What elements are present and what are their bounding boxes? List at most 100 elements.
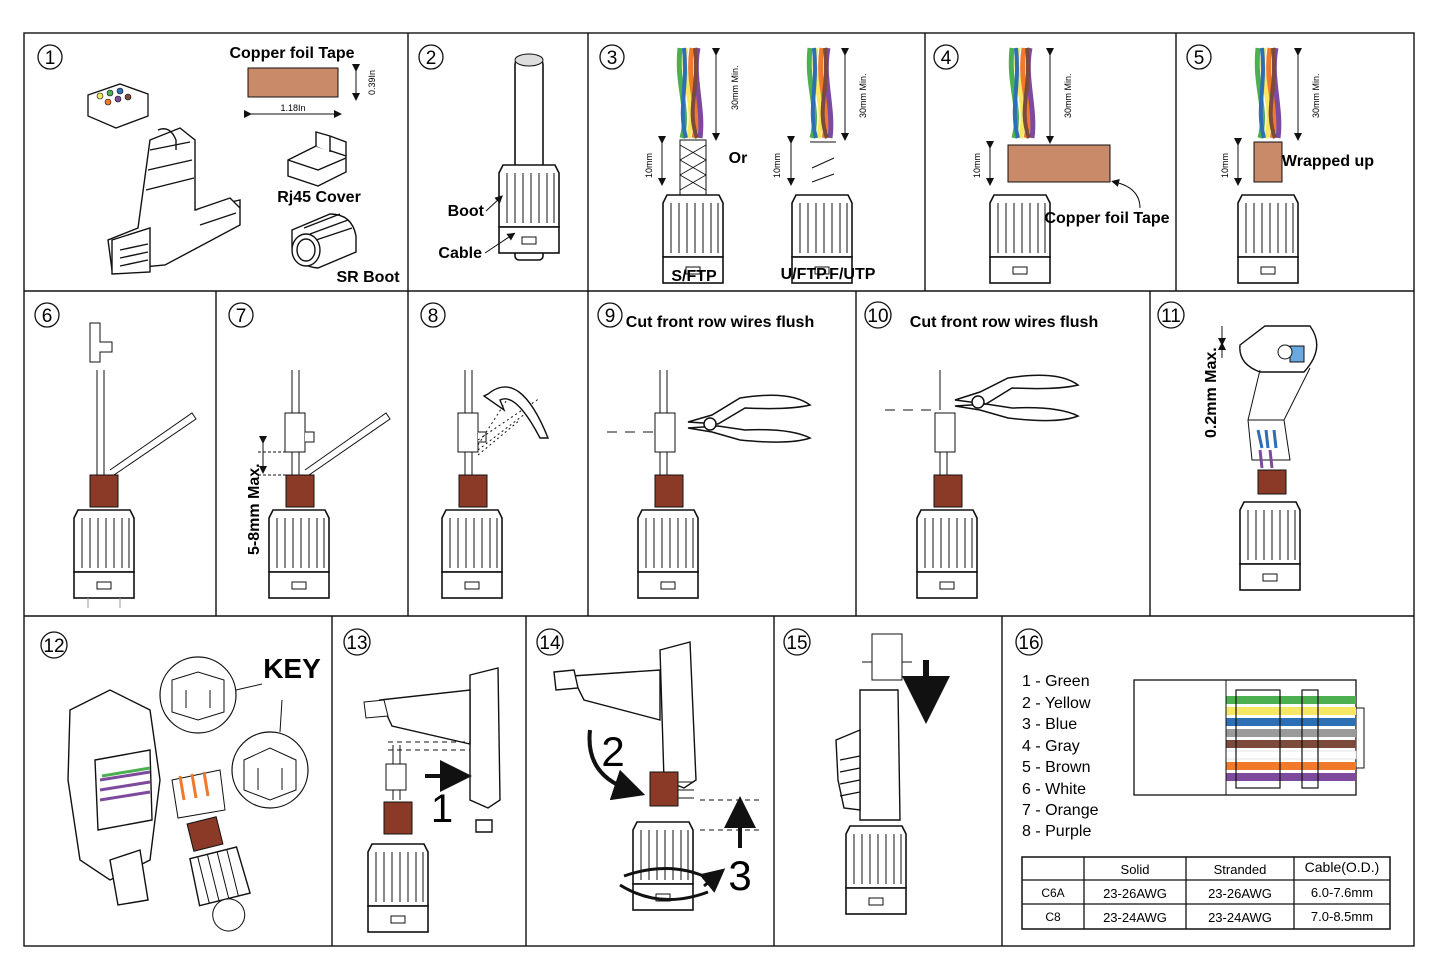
panel-10: Cut front row wires flush (885, 314, 1098, 599)
pliers-icon-2 (954, 374, 1080, 422)
boot-tilted-icon (189, 846, 251, 932)
panel-13: 1 (363, 667, 501, 933)
key-label: KEY (263, 653, 321, 684)
spec-table: Solid Stranded Cable(O.D.) C6A 23-26AWG … (1021, 856, 1391, 930)
tape-band-icon (89, 474, 119, 508)
step-11-number: 11 (1161, 306, 1181, 327)
sr-boot-label: SR Boot (336, 269, 400, 286)
connector-assembly-icon (67, 689, 161, 906)
cable-label: Cable (438, 245, 482, 262)
rj45-cover-icon (287, 131, 347, 187)
panel-1: Copper foil Tape 1.18In 0.39In (87, 45, 400, 286)
spec-cell: 23-24AWG (1208, 910, 1272, 925)
step-1-number: 1 (45, 48, 56, 69)
step-16-number: 16 (1018, 633, 1039, 654)
sr-boot-icon (291, 213, 357, 269)
wrapped-tape-icon (1253, 141, 1283, 183)
wire-order-diagram (1133, 679, 1365, 796)
bend-arrow-icon (482, 386, 550, 439)
legend-item-2: 2 - Yellow (1022, 695, 1091, 712)
panel-15 (835, 633, 950, 915)
step10-title: Cut front row wires flush (910, 314, 1098, 331)
step-6-number: 6 (42, 306, 53, 327)
spec-cell: C6A (1041, 886, 1064, 900)
boot-icon (498, 164, 560, 254)
legend-item-7: 7 - Orange (1022, 802, 1099, 819)
wire-stripe-yellow (1226, 707, 1356, 715)
step4-10mm-label: 10mm (972, 153, 982, 178)
copper-tape-title: Copper foil Tape (229, 45, 354, 62)
step-7-number: 7 (236, 306, 247, 327)
utp-label: U/FTP.F/UTP (781, 266, 876, 283)
step-14-number: 14 (539, 633, 561, 654)
spec-table-row: C8 23-24AWG 23-24AWG 7.0-8.5mm (1045, 909, 1373, 925)
spec-cell: C8 (1045, 910, 1061, 924)
rj45-cover-label: Rj45 Cover (277, 189, 361, 206)
legend-item-4: 4 - Gray (1022, 738, 1080, 755)
panel-6 (73, 322, 197, 608)
step-13-number: 13 (346, 633, 367, 654)
step-2-number: 2 (426, 48, 437, 69)
copper-tape-wrap-icon (1007, 144, 1111, 183)
legend-item-3: 3 - Blue (1022, 716, 1077, 733)
wire-stripe-white (1225, 750, 1357, 760)
wire-stripe-orange (1226, 762, 1356, 770)
boot-label: Boot (448, 203, 485, 220)
step-4-number: 4 (941, 48, 952, 69)
step11-max-label: 0.2mm Max. (1203, 347, 1220, 438)
step-12-number: 12 (43, 636, 64, 657)
wire-stripe-brown (1226, 740, 1356, 748)
wire-organizer-icon (87, 83, 149, 129)
wire-stripe-purple (1226, 773, 1356, 781)
wrapped-up-label: Wrapped up (1282, 153, 1374, 170)
step-5-number: 5 (1194, 48, 1205, 69)
spec-cell: 6.0-7.6mm (1311, 885, 1373, 900)
panel-3: 30mm Min. 10mm Or S/FTP 30mm Min. 10mm U… (644, 48, 876, 285)
panel-grid (23, 32, 1415, 947)
panel-12: KEY (67, 653, 321, 932)
panel-9: Cut front row wires flush (607, 314, 814, 599)
panel-2: Boot Cable (438, 53, 560, 262)
panel-5: 30mm Min. 10mm Wrapped up (1220, 48, 1374, 284)
panel-16: 1 - Green 2 - Yellow 3 - Blue 4 - Gray 5… (1021, 673, 1391, 930)
step5-30mm-label: 30mm Min. (1311, 73, 1321, 118)
key-zoom-2-icon (231, 731, 309, 809)
sftp-label: S/FTP (671, 268, 717, 285)
step4-tape-label: Copper foil Tape (1044, 210, 1169, 227)
step4-30mm-label: 30mm Min. (1063, 73, 1073, 118)
rj45-connector-icon (107, 127, 241, 275)
tape-width-label: 1.18In (280, 103, 305, 113)
sftp-10mm-label: 10mm (644, 153, 654, 178)
panel-4: 30mm Min. 10mm Copper foil Tape (972, 48, 1170, 284)
copper-tape-swatch (247, 67, 339, 98)
spec-cell: 7.0-8.5mm (1311, 909, 1373, 924)
utp-10mm-label: 10mm (772, 153, 782, 178)
panel-7: 5-8mm Max. (246, 370, 391, 599)
spec-cell: 23-26AWG (1103, 886, 1167, 901)
step-9-number: 9 (605, 306, 616, 327)
step-8-number: 8 (428, 306, 439, 327)
step-10-number: 10 (867, 306, 888, 327)
step-15-number: 15 (786, 633, 807, 654)
utp-wires-icon (809, 48, 831, 138)
step9-title: Cut front row wires flush (626, 314, 814, 331)
utp-30mm-label: 30mm Min. (858, 73, 868, 118)
tape-height-label: 0.39In (367, 70, 377, 95)
step-number-labels: 1 2 3 4 5 6 7 8 9 10 11 12 13 14 15 16 (42, 48, 1205, 657)
step-3-number: 3 (607, 48, 618, 69)
spec-header-cable: Cable(O.D.) (1305, 859, 1380, 875)
panel-11: 0.2mm Max. (1203, 325, 1318, 591)
rj45-cover-drop-icon (871, 633, 903, 681)
step14-label-3: 3 (728, 852, 751, 899)
plug-body-icon-2 (553, 641, 697, 789)
step14-label-2: 2 (601, 728, 624, 775)
wire-stripe-gray (1226, 729, 1356, 737)
panel-8 (441, 370, 550, 599)
step13-arrow-label: 1 (431, 787, 453, 831)
key-zoom-1-icon (159, 656, 237, 734)
sftp-30mm-label: 30mm Min. (730, 65, 740, 110)
wire-color-legend: 1 - Green 2 - Yellow 3 - Blue 4 - Gray 5… (1022, 673, 1099, 840)
spec-cell: 23-24AWG (1103, 910, 1167, 925)
legend-item-5: 5 - Brown (1022, 759, 1090, 776)
